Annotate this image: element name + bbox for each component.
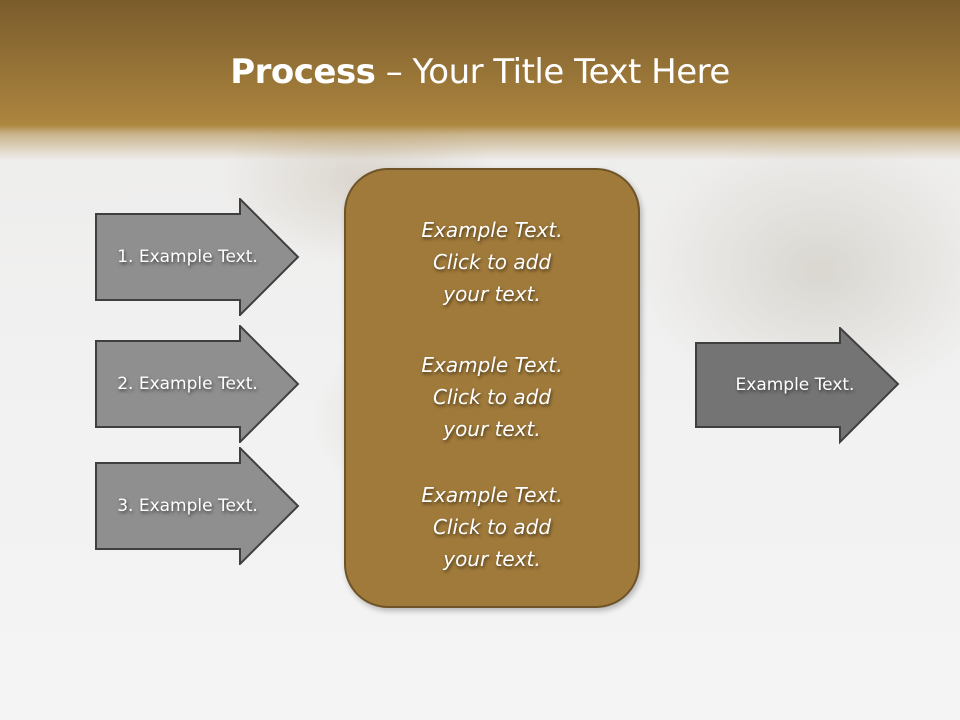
center-item-3: Example Text. Click to add your text. <box>346 479 638 575</box>
arrow-label: 3. Example Text. <box>117 496 258 516</box>
center-text-box[interactable]: Example Text. Click to add your text. Ex… <box>344 168 640 608</box>
slide-title[interactable]: Process – Your Title Text Here <box>0 52 960 92</box>
center-item-line: your text. <box>443 282 541 306</box>
arrow-label: 1. Example Text. <box>117 247 258 267</box>
center-item-line: your text. <box>443 547 541 571</box>
center-item-line: Click to add <box>432 385 552 409</box>
center-item-line: Example Text. <box>421 483 563 507</box>
title-rest: – Your Title Text Here <box>375 52 731 92</box>
arrow-label: Example Text. <box>735 375 855 395</box>
center-item-line: Click to add <box>432 250 552 274</box>
center-item-line: your text. <box>443 417 541 441</box>
process-arrow-3[interactable]: 3. Example Text. <box>95 447 300 565</box>
title-bold: Process <box>230 52 376 92</box>
arrow-label: 2. Example Text. <box>117 374 258 394</box>
center-item-2: Example Text. Click to add your text. <box>346 349 638 445</box>
center-item-line: Example Text. <box>421 353 563 377</box>
center-item-line: Example Text. <box>421 218 563 242</box>
header-band <box>0 0 960 160</box>
output-arrow[interactable]: Example Text. <box>695 327 900 445</box>
center-item-line: Click to add <box>432 515 552 539</box>
process-arrow-1[interactable]: 1. Example Text. <box>95 198 300 316</box>
arrow-right-icon <box>95 447 300 565</box>
arrow-right-icon <box>95 198 300 316</box>
arrow-right-icon <box>695 327 900 445</box>
process-arrow-2[interactable]: 2. Example Text. <box>95 325 300 443</box>
arrow-right-icon <box>95 325 300 443</box>
center-item-1: Example Text. Click to add your text. <box>346 214 638 310</box>
